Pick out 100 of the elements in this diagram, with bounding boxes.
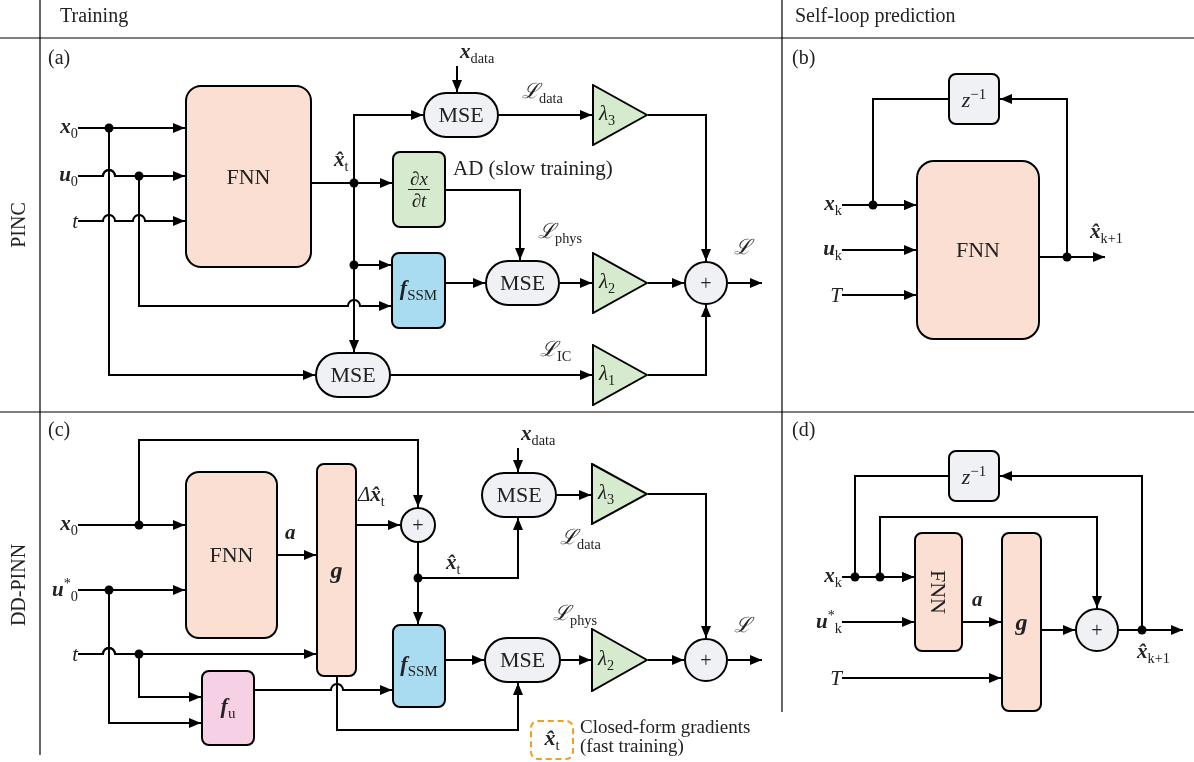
arrow <box>647 304 711 376</box>
block-label: FNN <box>226 165 271 188</box>
input-label: x$_{0}$ <box>44 116 78 140</box>
edge-label: Δx̂$_{t}$ <box>358 483 385 510</box>
row-heading: PINC <box>7 202 29 248</box>
network-block <box>916 160 1040 340</box>
arrow <box>77 647 202 702</box>
function-block <box>1001 532 1042 712</box>
block-label: λ$_{1}$ <box>599 362 616 388</box>
arrow <box>356 520 401 530</box>
block-label: MSE <box>330 364 376 386</box>
input-label: t <box>44 209 78 233</box>
network-block <box>185 471 278 639</box>
edge-label: ℒ$_{IC}$ <box>540 338 572 365</box>
summing-junction <box>400 507 436 543</box>
summing-junction <box>684 261 728 305</box>
block-label: FNN <box>209 544 254 566</box>
panel-letter: (d) <box>792 418 816 440</box>
arrow <box>647 655 685 665</box>
arrow <box>498 110 593 120</box>
input-label: x$_{data}$ <box>511 422 583 448</box>
block-label: + <box>700 273 712 293</box>
annotation-text: AD (slow training) <box>453 158 613 179</box>
arrow <box>647 278 685 288</box>
gain-triangle <box>592 344 648 406</box>
fraction-denominator: ∂t <box>410 190 428 211</box>
gain-triangle <box>592 252 648 314</box>
summing-junction <box>684 638 728 682</box>
arrow <box>77 214 186 226</box>
arrow <box>445 189 525 261</box>
block-label: λ$_{3}$ <box>598 481 615 507</box>
block-label: g <box>330 558 343 582</box>
legend-sample-box <box>530 720 574 760</box>
edge-label: ℒ$_{data}$ <box>522 80 563 107</box>
edge-label: ℒ$_{phys}$ <box>538 220 582 247</box>
function-block <box>948 73 1000 125</box>
function-block <box>391 252 446 329</box>
loss-block <box>315 352 391 398</box>
block-label: f$_{SSM}$ <box>399 277 438 304</box>
arrow <box>1041 625 1076 635</box>
function-block <box>948 450 1000 502</box>
column-heading: Training <box>60 4 129 26</box>
arrow <box>77 169 392 311</box>
row-heading: DD-PINN <box>7 543 29 627</box>
edge-label: x̂$_{t}$ <box>334 148 349 175</box>
block-label: λ$_{2}$ <box>598 647 615 673</box>
arrow <box>841 245 917 255</box>
block-label: x̂$_{t}$ <box>544 726 560 754</box>
edge-label: a <box>285 521 296 545</box>
arrow <box>513 447 523 473</box>
edge-label: ℒ$_{phys}$ <box>553 602 597 629</box>
arrow <box>647 493 711 639</box>
gain-triangle <box>591 628 648 692</box>
edge-label: x̂$_{k+1}$ <box>1137 640 1170 667</box>
arrow <box>560 655 592 665</box>
edge-label: ℒ$_{data}$ <box>560 526 601 553</box>
input-label: T <box>804 666 842 690</box>
network-block <box>914 532 963 652</box>
block-label: λ$_{2}$ <box>599 270 616 296</box>
block-label: z$^{−1}$ <box>961 86 987 112</box>
block-label: λ$_{3}$ <box>599 102 616 128</box>
arrow <box>841 290 917 300</box>
loss-block <box>481 472 557 518</box>
gain-triangle <box>591 463 648 525</box>
input-label: t <box>44 642 78 666</box>
column-heading: Self-loop prediction <box>795 4 956 26</box>
summing-junction <box>1075 608 1119 652</box>
input-label: x$_{data}$ <box>450 40 522 66</box>
arrow <box>336 676 523 731</box>
function-block <box>316 463 357 677</box>
arrow <box>559 278 593 288</box>
arrow <box>647 114 711 262</box>
panel-letter: (a) <box>48 46 71 68</box>
edge-label: x̂$_{k+1}$ <box>1090 220 1123 247</box>
panel-letter: (b) <box>792 46 816 68</box>
arrow <box>841 617 915 627</box>
input-label: T <box>804 283 842 307</box>
arrow <box>390 370 593 380</box>
edge-label: a <box>972 588 983 612</box>
input-label: u$_{k}$ <box>804 238 842 262</box>
arrow <box>962 617 1002 627</box>
loss-block <box>423 92 499 138</box>
input-label: x$_{k}$ <box>804 193 842 217</box>
block-label: + <box>1091 620 1103 640</box>
block-label: + <box>700 650 712 670</box>
annotation-text: Closed-form gradients (fast training) <box>580 717 752 755</box>
arrow <box>452 65 462 93</box>
derivative-block <box>392 151 446 228</box>
arrow <box>841 673 1002 683</box>
network-block <box>185 85 312 268</box>
fraction-numerator: ∂x <box>408 168 430 190</box>
gain-triangle <box>592 84 648 146</box>
loss-block <box>485 260 560 306</box>
function-block <box>392 624 446 708</box>
block-label: + <box>412 515 424 535</box>
arrow <box>872 98 949 210</box>
arrow <box>727 655 763 665</box>
arrow <box>854 475 949 582</box>
loss-block <box>484 637 561 683</box>
arrow <box>727 278 763 288</box>
